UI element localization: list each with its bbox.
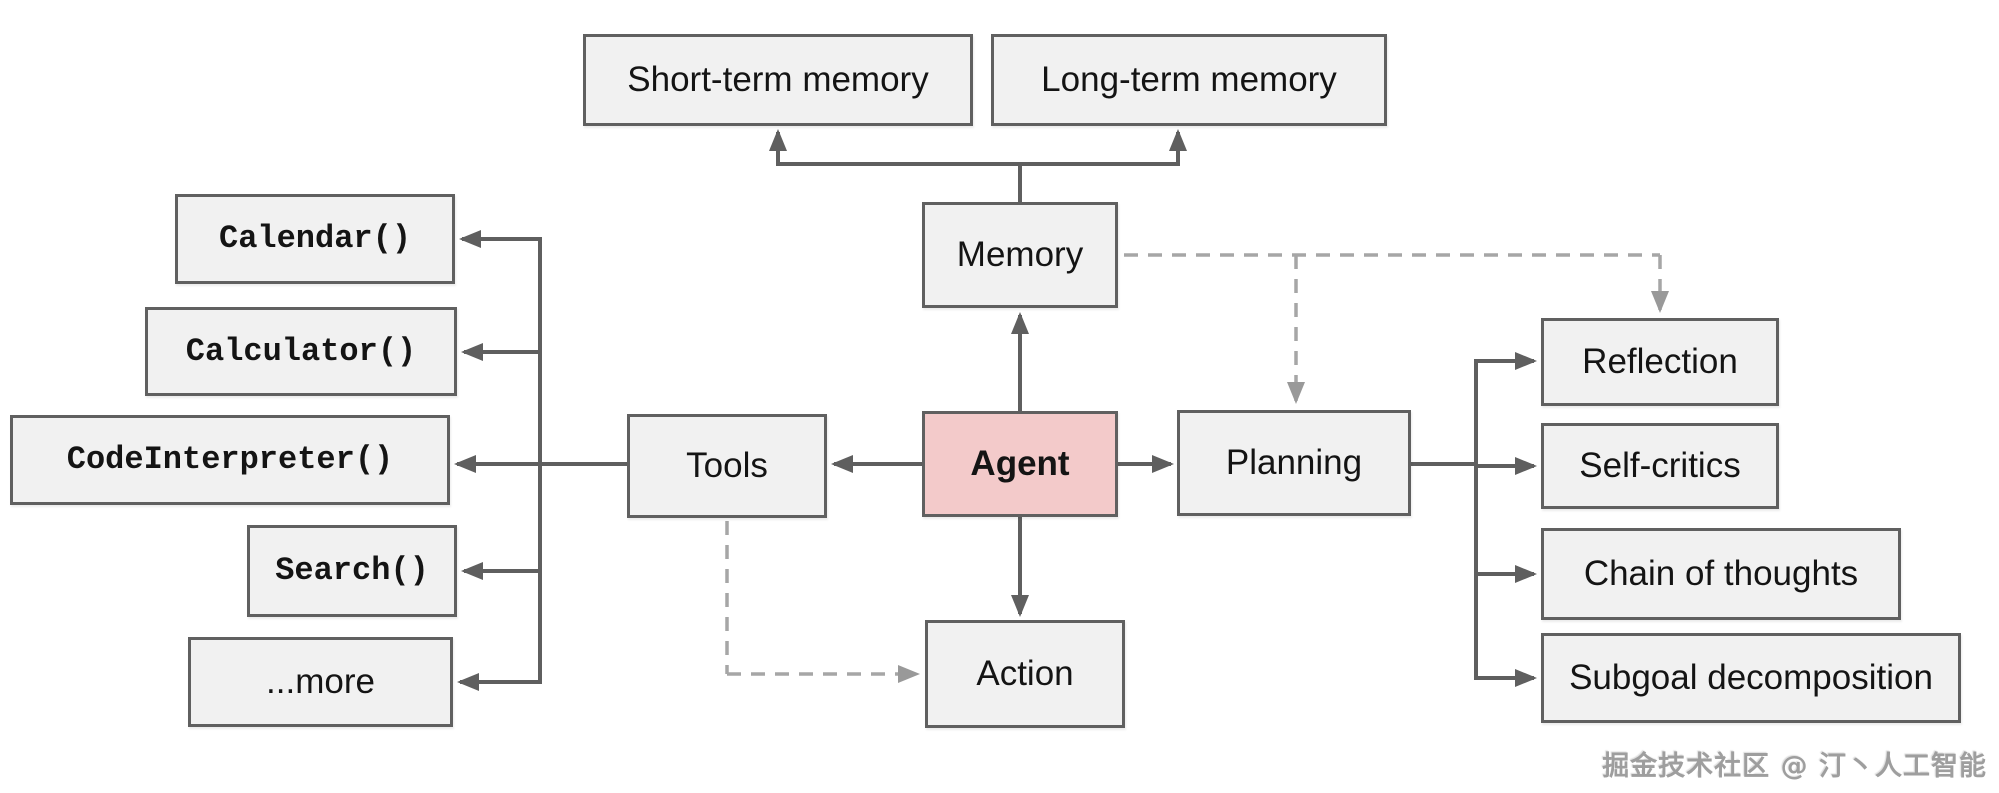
node-more-label: ...more xyxy=(266,661,375,701)
node-agent: Agent xyxy=(922,411,1118,517)
node-subgoal-decomposition: Subgoal decomposition xyxy=(1541,633,1961,723)
node-calendar-label: Calendar() xyxy=(218,220,412,258)
node-long-term-memory-label: Long-term memory xyxy=(1041,59,1337,99)
node-more: ...more xyxy=(188,637,453,727)
node-chain-of-thoughts-label: Chain of thoughts xyxy=(1583,553,1859,593)
node-code-interpreter-label: CodeInterpreter() xyxy=(66,441,394,479)
node-tools: Tools xyxy=(627,414,827,518)
node-reflection-label: Reflection xyxy=(1582,341,1738,381)
node-planning: Planning xyxy=(1177,410,1411,516)
node-search: Search() xyxy=(247,525,457,617)
node-self-critics: Self-critics xyxy=(1541,423,1779,509)
node-memory: Memory xyxy=(922,202,1118,308)
node-self-critics-label: Self-critics xyxy=(1579,445,1741,485)
node-calendar: Calendar() xyxy=(175,194,455,284)
node-search-label: Search() xyxy=(275,552,429,590)
node-chain-of-thoughts: Chain of thoughts xyxy=(1541,528,1901,620)
node-code-interpreter: CodeInterpreter() xyxy=(10,415,450,505)
node-memory-label: Memory xyxy=(956,234,1084,274)
node-short-term-memory-label: Short-term memory xyxy=(627,59,929,99)
node-calculator-label: Calculator() xyxy=(185,332,417,370)
node-tools-label: Tools xyxy=(686,445,768,485)
watermark-text: 掘金技术社区 @ 汀丶人工智能 xyxy=(1602,751,1987,782)
node-subgoal-decomposition-label: Subgoal decomposition xyxy=(1569,657,1933,697)
node-long-term-memory: Long-term memory xyxy=(991,34,1387,126)
node-short-term-memory: Short-term memory xyxy=(583,34,973,126)
node-planning-label: Planning xyxy=(1225,442,1363,482)
node-action: Action xyxy=(925,620,1125,728)
node-reflection: Reflection xyxy=(1541,318,1779,406)
node-calculator: Calculator() xyxy=(145,307,457,396)
node-action-label: Action xyxy=(976,653,1074,693)
node-agent-label: Agent xyxy=(970,443,1070,483)
